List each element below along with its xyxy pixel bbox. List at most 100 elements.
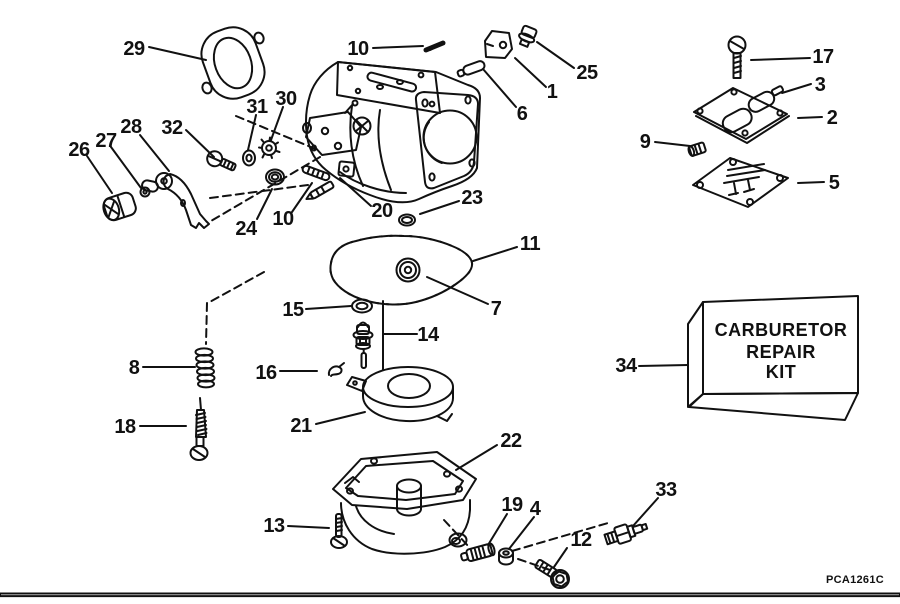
part-3-fitting bbox=[770, 85, 785, 97]
part-number-10: 10 bbox=[272, 208, 294, 230]
part-4-nut bbox=[498, 547, 514, 566]
part-number-15: 15 bbox=[282, 299, 304, 321]
part-6-pin bbox=[456, 60, 486, 78]
leader-line-19 bbox=[487, 513, 508, 546]
diaphragm-markings bbox=[723, 163, 766, 196]
leader-line-23 bbox=[419, 200, 460, 215]
leader-line-30 bbox=[270, 106, 284, 141]
part-16-clip bbox=[327, 362, 345, 377]
part-number-23: 23 bbox=[461, 187, 483, 209]
part-1-bracket bbox=[484, 30, 513, 59]
leader-line-15 bbox=[305, 305, 352, 310]
cover-cylinder-a bbox=[721, 107, 753, 134]
part-27-oring bbox=[139, 186, 151, 198]
leader-line-20 bbox=[339, 177, 372, 207]
part-carburetor-body bbox=[302, 61, 481, 204]
part-number-3: 3 bbox=[815, 74, 826, 96]
part-10-pin-mid bbox=[305, 180, 335, 200]
bowl-drain-boss bbox=[448, 532, 468, 548]
body-pump-housing bbox=[305, 111, 362, 156]
leader-line-27 bbox=[110, 146, 142, 189]
part-30-lockwasher bbox=[258, 136, 281, 159]
leader-line-22 bbox=[455, 444, 498, 471]
part-number-27: 27 bbox=[95, 130, 117, 152]
callout-leader-lines bbox=[86, 41, 825, 568]
part-7-check-valve bbox=[395, 257, 421, 283]
leader-line-26 bbox=[86, 155, 113, 194]
leader-line-10 bbox=[291, 182, 313, 213]
part-number-30: 30 bbox=[275, 88, 297, 110]
part-18-needle-screw bbox=[189, 397, 209, 461]
leader-line-31 bbox=[247, 114, 257, 151]
part-number-7: 7 bbox=[491, 298, 502, 320]
leader-line-2 bbox=[797, 116, 823, 119]
part-number-9: 9 bbox=[640, 131, 651, 153]
part-number-16: 16 bbox=[255, 362, 277, 384]
assembly-dashed-lines bbox=[205, 115, 609, 571]
leader-line-24 bbox=[256, 188, 273, 220]
leader-line-25 bbox=[536, 41, 575, 69]
float-hinge-tab bbox=[346, 376, 367, 392]
part-29-gasket bbox=[200, 26, 266, 100]
part-9-plug bbox=[687, 141, 707, 157]
part-10-pin-top bbox=[423, 40, 446, 53]
part-number-21: 21 bbox=[290, 415, 312, 437]
kit-box-side bbox=[687, 301, 704, 408]
part-2-pump-cover bbox=[693, 85, 790, 144]
part-12-bolt bbox=[534, 558, 570, 589]
leader-line-9 bbox=[654, 141, 691, 147]
leader-line-5 bbox=[797, 181, 825, 184]
part-number-14: 14 bbox=[417, 324, 440, 346]
part-21-float bbox=[346, 366, 454, 423]
part-17-screw bbox=[727, 35, 747, 79]
part-number-19: 19 bbox=[501, 494, 523, 516]
part-13-screw bbox=[330, 513, 348, 549]
kit-box-bottom bbox=[688, 392, 859, 421]
leader-line-7 bbox=[426, 276, 489, 305]
part-34-repair-kit-box: CARBURETOR REPAIR KIT bbox=[687, 295, 859, 421]
kit-box-label-line3: KIT bbox=[766, 362, 797, 382]
leader-line-32 bbox=[185, 129, 215, 158]
part-number-11: 11 bbox=[520, 233, 541, 255]
part-number-31: 31 bbox=[246, 96, 268, 118]
leader-line-11 bbox=[472, 246, 518, 262]
leader-line-33 bbox=[632, 497, 659, 527]
part-number-1: 1 bbox=[547, 81, 558, 103]
part-number-5: 5 bbox=[829, 172, 840, 194]
part-number-2: 2 bbox=[827, 107, 838, 129]
part-drawings: CARBURETOR REPAIR KIT bbox=[102, 24, 859, 589]
phillips-screw-head bbox=[352, 116, 372, 136]
bowl-center-post bbox=[396, 478, 422, 517]
leader-line-1 bbox=[514, 57, 547, 88]
part-number-29: 29 bbox=[123, 38, 145, 60]
kit-box-label-line2: REPAIR bbox=[746, 342, 816, 362]
kit-box-front bbox=[702, 295, 859, 395]
part-number-28: 28 bbox=[120, 116, 142, 138]
part-number-22: 22 bbox=[500, 430, 522, 452]
part-32-screw bbox=[206, 150, 237, 172]
part-number-25: 25 bbox=[576, 62, 598, 84]
body-bottom-tab bbox=[337, 160, 356, 178]
leader-line-13 bbox=[287, 525, 330, 529]
part-8-spring bbox=[194, 347, 216, 389]
leader-line-12 bbox=[553, 547, 568, 568]
leader-line-17 bbox=[750, 57, 811, 61]
leader-line-10 bbox=[372, 45, 424, 49]
part-14-bracket bbox=[382, 300, 416, 371]
part-number-17: 17 bbox=[812, 46, 834, 68]
leader-line-21 bbox=[315, 411, 366, 425]
part-number-26: 26 bbox=[68, 139, 90, 161]
part-11-gasket bbox=[329, 234, 474, 306]
part-26-knob bbox=[102, 191, 137, 222]
part-33-fitting bbox=[603, 522, 649, 546]
part-number-32: 32 bbox=[161, 117, 183, 139]
part-20-pin bbox=[301, 164, 331, 182]
part-number-18: 18 bbox=[114, 416, 136, 438]
part-25-screw bbox=[518, 24, 538, 48]
leader-line-6 bbox=[482, 68, 517, 108]
part-number-13: 13 bbox=[263, 515, 285, 537]
part-number-12: 12 bbox=[570, 529, 592, 551]
part-15-washer bbox=[351, 298, 373, 314]
